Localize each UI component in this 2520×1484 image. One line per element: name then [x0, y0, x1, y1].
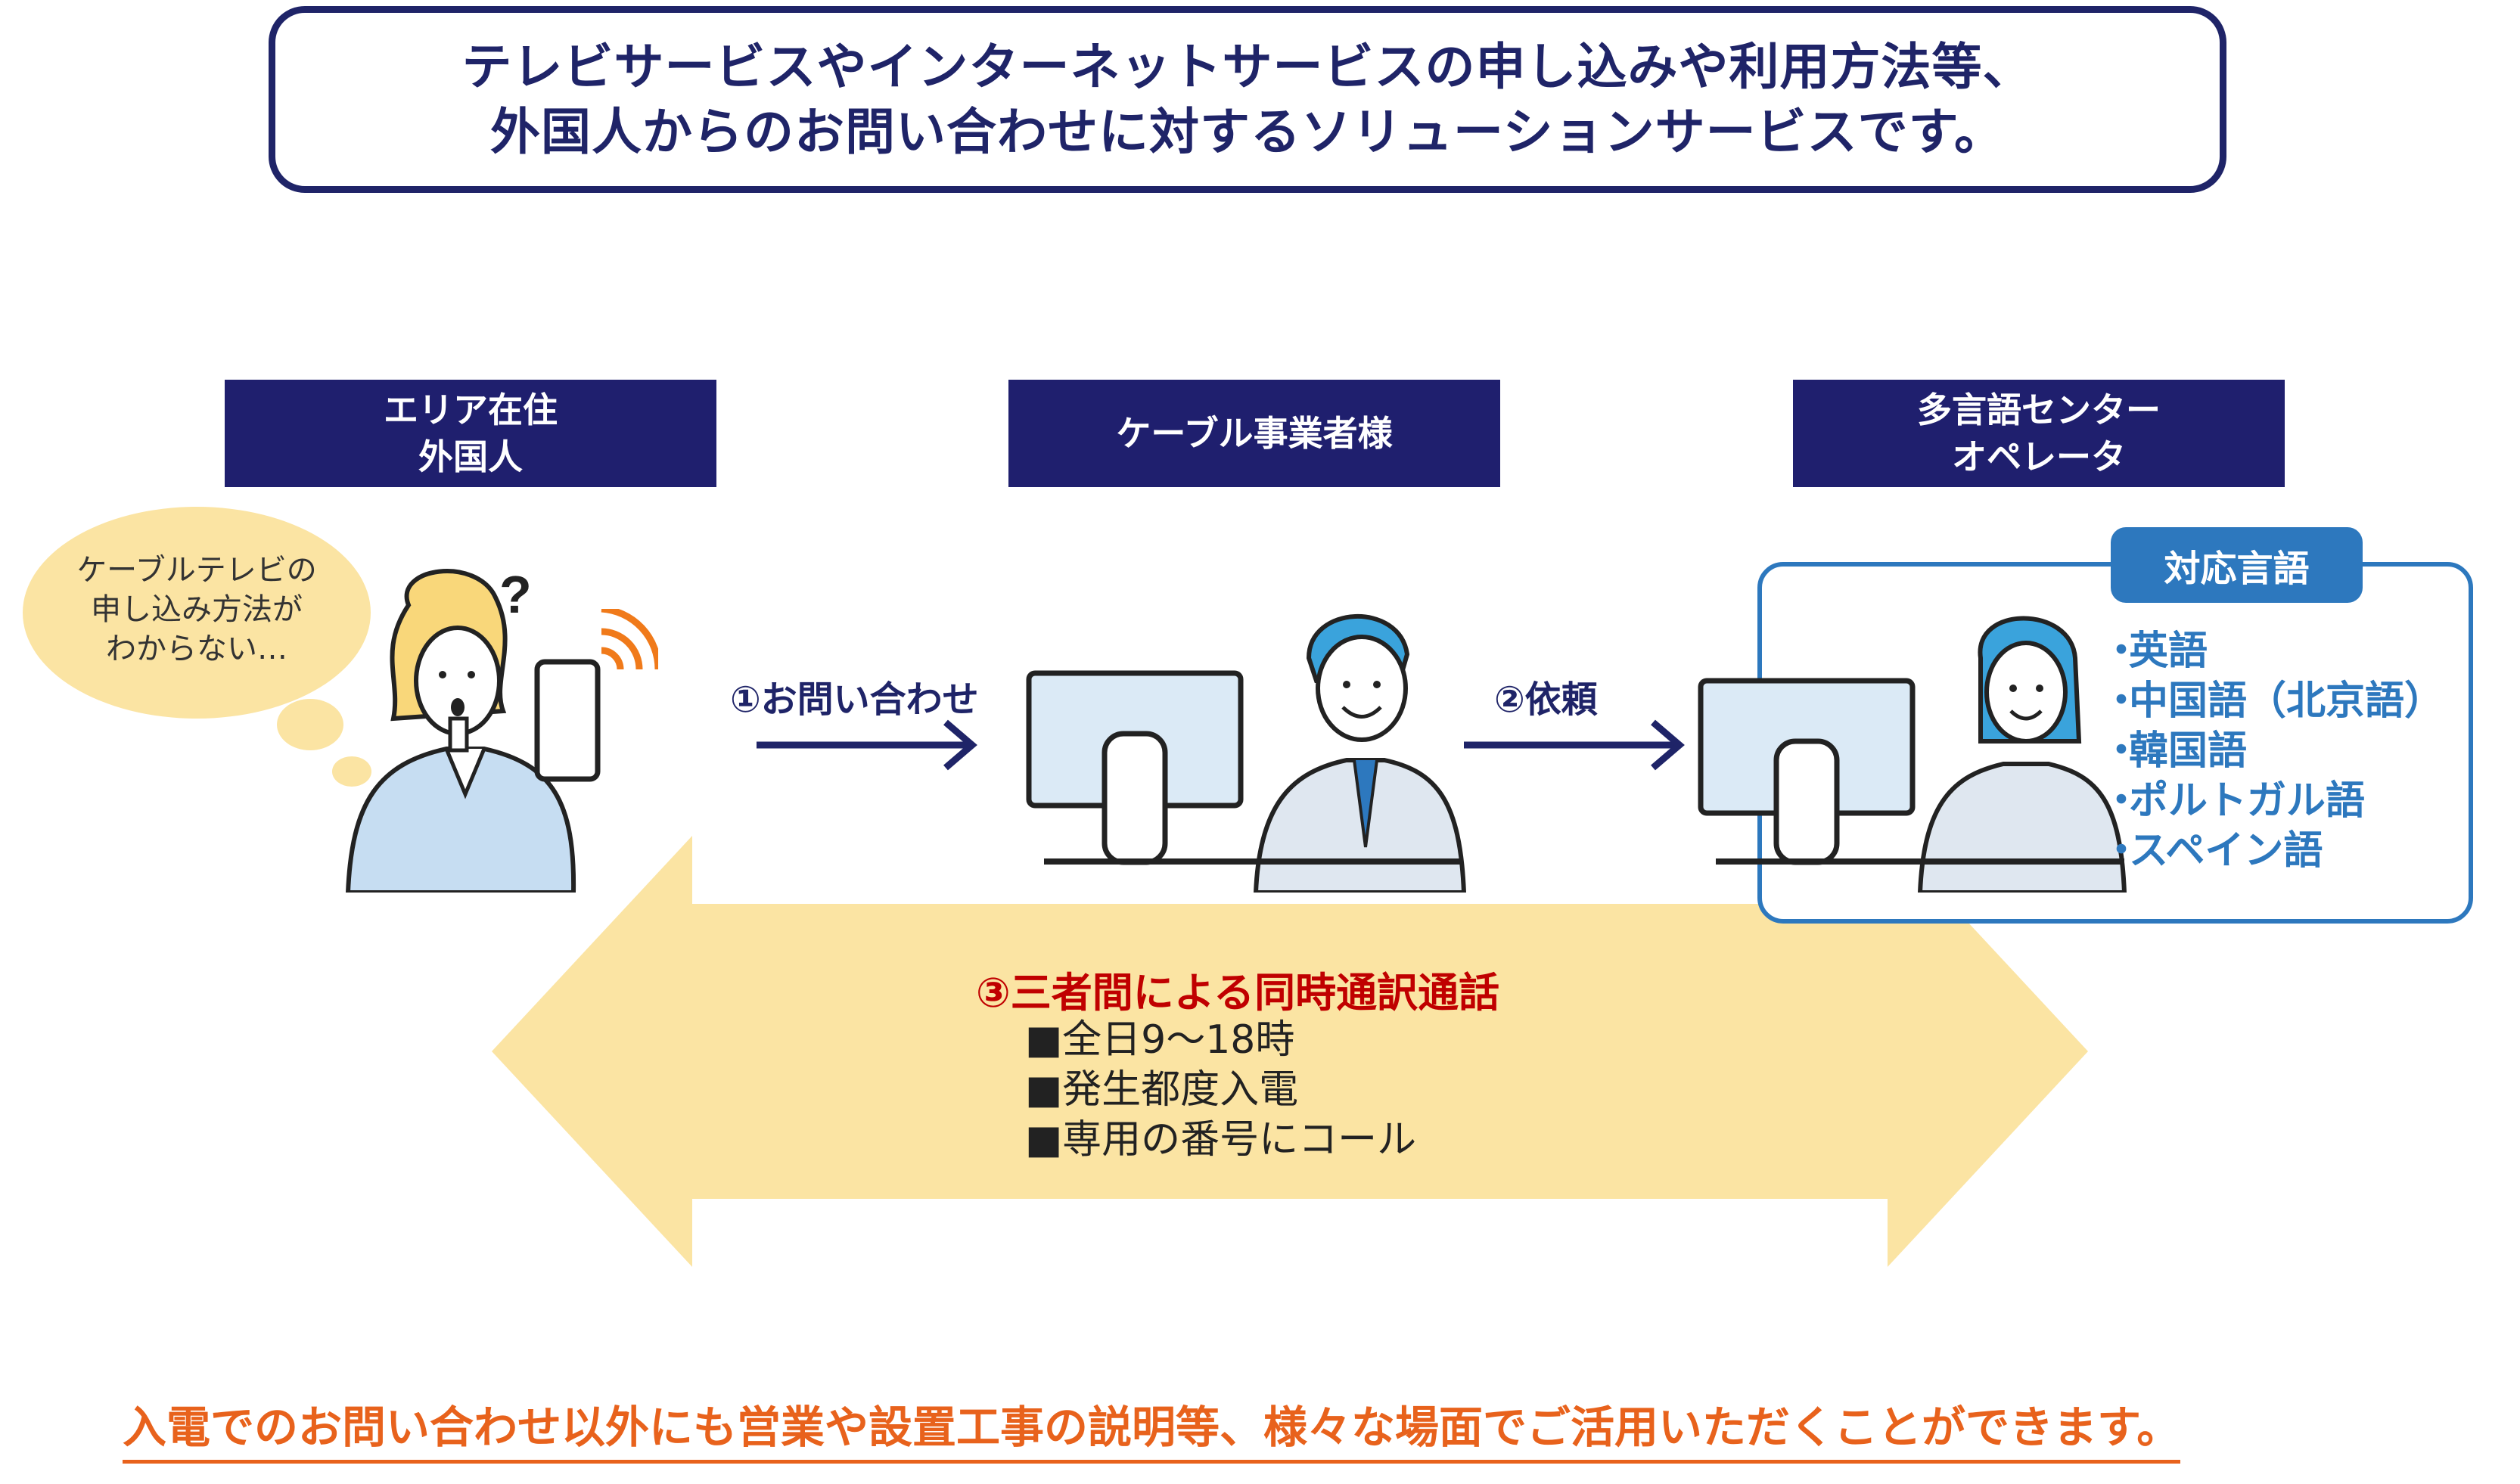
bullet: ・: [2102, 778, 2142, 824]
three-way-list: ■全日9～18時 ■発生都度入電 ■専用の番号にコール: [1025, 1015, 1416, 1165]
bubble-line: わからない…: [106, 632, 287, 666]
language-item: ・中国語（北京語）: [2102, 676, 2444, 726]
languages-list: ・英語 ・中国語（北京語） ・韓国語 ・ポルトガル語 ・スペイン語: [2102, 626, 2444, 876]
foreign-resident-illustration: ?: [345, 565, 576, 893]
thought-bubble: [23, 507, 371, 787]
header-resident: エリア在住 外国人: [225, 380, 716, 487]
intro-box: テレビサービスやインターネットサービスの申し込みや利用方法等、 外国人からのお問…: [269, 6, 2226, 193]
three-way-item: ■発生都度入電: [1025, 1067, 1299, 1113]
smartphone-icon: [534, 609, 658, 782]
header-cable-line-1: ケーブル事業者様: [1116, 413, 1393, 454]
three-way-item: ■全日9～18時: [1025, 1017, 1295, 1063]
bullet: ・: [2102, 629, 2142, 674]
question-mark: ?: [499, 565, 532, 624]
bullet: ・: [2102, 828, 2142, 874]
language-name: ポルトガル語: [2129, 778, 2366, 824]
bottom-note: 入電でのお問い合わせ以外にも営業や設置工事の説明等、様々な場面でご活用いただくこ…: [123, 1392, 2181, 1464]
intro-line-2: 外国人からのお問い合わせに対するソリューションサービスです。: [489, 102, 2006, 161]
language-name: スペイン語: [2129, 828, 2323, 874]
header-resident-line-2: 外国人: [418, 436, 523, 477]
language-name: 英語: [2129, 629, 2208, 674]
three-way-item: ■専用の番号にコール: [1025, 1117, 1417, 1163]
language-name: 韓国語: [2129, 728, 2248, 774]
intro-line-1: テレビサービスやインターネットサービスの申し込みや利用方法等、: [461, 37, 2034, 96]
header-cable-operator: ケーブル事業者様: [1008, 380, 1500, 487]
language-item: ・ポルトガル語: [2102, 776, 2444, 826]
step-inquiry-arrow: [757, 719, 977, 771]
languages-heading: 対応言語: [2111, 527, 2363, 603]
center-operator-illustration: [1698, 616, 2127, 893]
language-name: 中国語（北京語）: [2129, 678, 2444, 724]
bullet: ・: [2102, 678, 2142, 724]
header-center-line-1: 多言語センター: [1917, 390, 2161, 430]
header-resident-line-1: エリア在住: [384, 390, 558, 430]
step-request-arrow: [1464, 719, 1685, 771]
bubble-text: ケーブルテレビの 申し込み方法が わからない…: [30, 551, 363, 669]
step-inquiry-label: ①お問い合わせ: [730, 678, 979, 721]
header-multilingual-center: 多言語センター オペレータ: [1793, 380, 2285, 487]
header-center-line-2: オペレータ: [1952, 436, 2126, 477]
language-item: ・英語: [2102, 626, 2444, 676]
language-item: ・韓国語: [2102, 726, 2444, 776]
bubble-line: ケーブルテレビの: [76, 553, 317, 588]
three-way-arrow: [492, 836, 2088, 1267]
bullet: ・: [2102, 728, 2142, 774]
three-way-title: ③三者間による同時通訳通話: [976, 969, 1500, 1017]
bubble-line: 申し込み方法が: [91, 592, 303, 627]
step-request-label: ②依頼: [1494, 678, 1598, 721]
language-item: ・スペイン語: [2102, 826, 2444, 876]
cable-operator-illustration: [1026, 613, 1467, 893]
